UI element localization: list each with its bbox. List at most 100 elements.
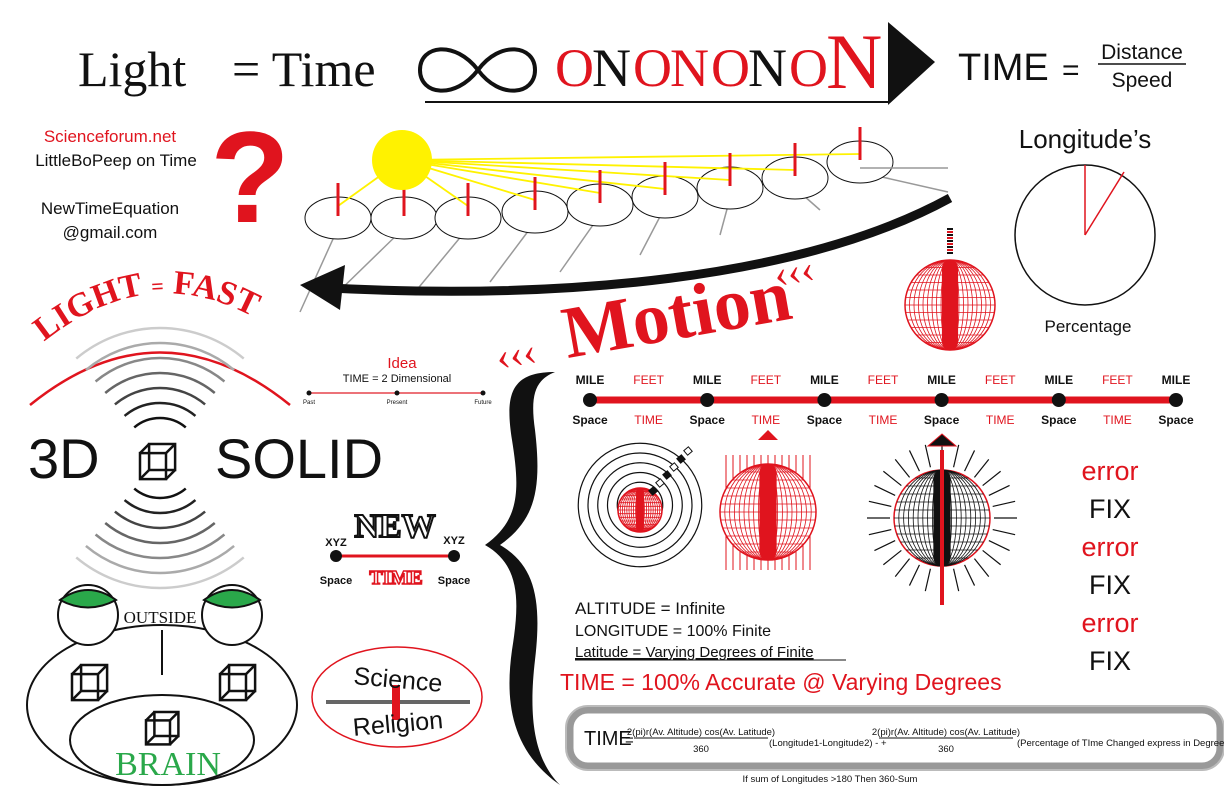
- ray-line: [952, 568, 960, 592]
- cube-icon: [144, 710, 180, 746]
- arc-top: [75, 326, 245, 360]
- arc-bottom: [133, 487, 187, 500]
- ray-line: [982, 549, 1002, 566]
- space-dot: [448, 550, 460, 562]
- orbit-ring: [577, 442, 703, 568]
- mile-dot: [583, 393, 597, 407]
- eye-iris-right: [202, 589, 262, 609]
- denominator-2: 360: [938, 744, 954, 755]
- title-light: Light: [78, 41, 186, 97]
- arc-bottom: [104, 522, 216, 545]
- time-label: TIME: [958, 47, 1049, 89]
- time-formula: TIME = 2(pi)r(Av. Altitude) cos(Av. Lati…: [565, 705, 1224, 785]
- on-letter: N: [670, 38, 709, 98]
- cube-back: [79, 663, 109, 693]
- mile-label: MILE: [576, 373, 605, 387]
- accuracy-statement: TIME = 100% Accurate @ Varying Degrees: [560, 669, 1002, 695]
- coordinate-definitions: ALTITUDE = Infinite LONGITUDE = 100% Fin…: [560, 599, 1002, 695]
- sphere-core: [759, 464, 777, 560]
- light-ray: [401, 159, 601, 194]
- time-label: TIME: [986, 413, 1015, 427]
- cube-front: [144, 719, 172, 746]
- email-line-2: @gmail.com: [63, 223, 158, 242]
- cube-edge: [139, 469, 150, 480]
- light-ray: [401, 153, 861, 161]
- ray-line: [874, 540, 896, 552]
- arrow-left-icon: [300, 265, 345, 310]
- on-letter: O: [555, 38, 594, 98]
- idea-subtitle: TIME = 2 Dimensional: [343, 373, 452, 385]
- title-equals-time: = Time: [232, 41, 376, 97]
- ray-line: [992, 528, 1016, 536]
- space-label: Space: [924, 413, 960, 427]
- cube-back: [153, 710, 180, 738]
- eye-iris-left: [58, 589, 118, 609]
- motion-label: ‹‹‹ Motion ‹‹‹: [492, 245, 817, 379]
- stick-stripe: [947, 246, 953, 248]
- ray-line: [908, 564, 920, 586]
- cube-icon: [138, 442, 177, 481]
- stick-stripe: [947, 243, 953, 245]
- gray-line: [299, 227, 339, 313]
- arc-top: [85, 341, 235, 371]
- cube-edge: [169, 735, 180, 746]
- distance-label: Distance: [1101, 41, 1183, 64]
- mile-label: MILE: [927, 373, 956, 387]
- formula-note: If sum of Longitudes >180 Then 360-Sum: [743, 774, 918, 785]
- ray-line: [973, 558, 990, 578]
- space-left: Space: [320, 575, 352, 587]
- ray-line: [992, 500, 1016, 508]
- light-fast-text: LIGHT = FAST: [27, 264, 266, 348]
- spheres-row: [577, 430, 1017, 605]
- space-label: Space: [572, 413, 608, 427]
- mile-dot: [817, 393, 832, 407]
- ray-line: [964, 450, 976, 472]
- ray-line: [908, 450, 920, 472]
- space-label: Space: [1158, 413, 1194, 427]
- on-letter: O: [633, 38, 672, 98]
- percentage-caption: Percentage: [1045, 317, 1132, 336]
- credits: Scienceforum.net LittleBoPeep on Time Ne…: [35, 127, 197, 242]
- brain-label: BRAIN: [115, 746, 221, 783]
- future-label: Future: [474, 400, 492, 406]
- feet-label: FEET: [1102, 373, 1133, 387]
- sphere-core: [941, 260, 959, 350]
- motion-word: Motion: [556, 254, 797, 375]
- formula-lhs: TIME: [584, 728, 632, 750]
- ray-line: [964, 564, 976, 586]
- ray-line: [973, 458, 990, 478]
- orbit-ring: [606, 471, 674, 539]
- outside-label: OUTSIDE: [124, 608, 197, 627]
- formula-eq: =: [625, 732, 634, 749]
- cube-edge: [219, 690, 230, 701]
- fix-label: FIX: [1089, 494, 1131, 524]
- light-ray: [401, 159, 666, 190]
- arrow-right-icon: [888, 22, 935, 105]
- curly-brace: [485, 372, 560, 785]
- mile-label: MILE: [1162, 373, 1191, 387]
- stripe-block: [669, 462, 679, 472]
- space-label: Space: [1041, 413, 1077, 427]
- cube-edge: [145, 735, 156, 746]
- stick-stripe: [947, 252, 953, 254]
- site-link[interactable]: Scienceforum.net: [44, 127, 177, 146]
- cube-edge: [245, 664, 256, 675]
- brain-outline: [69, 694, 255, 786]
- ray-line: [874, 484, 896, 496]
- sphere-core: [636, 488, 644, 532]
- arc-bottom: [94, 533, 226, 560]
- arc-bottom: [123, 499, 197, 515]
- stripe-block: [676, 454, 686, 464]
- orbit-ring: [587, 452, 693, 558]
- question-mark-icon: ?: [210, 104, 289, 250]
- longitude-diagram: Longitude’s Percentage: [1014, 124, 1156, 336]
- motion-chevrons-left: ‹‹‹: [492, 328, 539, 379]
- space-right: Space: [438, 575, 470, 587]
- on-letter: N: [826, 18, 882, 105]
- altitude-text: ALTITUDE = Infinite: [575, 599, 725, 618]
- arc-bottom: [114, 510, 206, 530]
- ray-line: [988, 484, 1010, 496]
- sphere-wireframe-top: [904, 228, 996, 351]
